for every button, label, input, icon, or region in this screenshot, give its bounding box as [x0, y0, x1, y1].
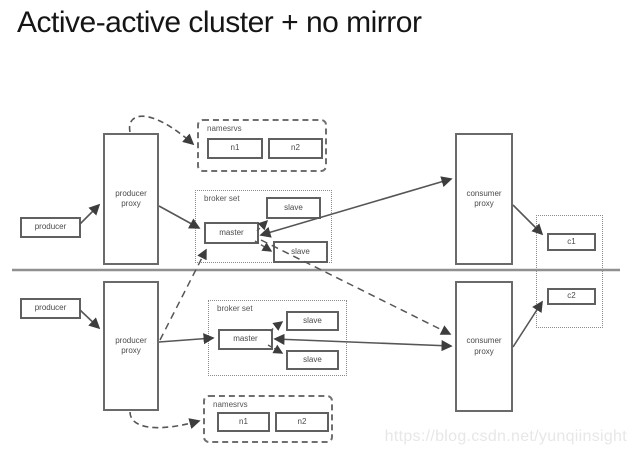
- producer-label-top: producer: [34, 222, 67, 232]
- producer-box-bottom: producer: [20, 298, 81, 319]
- consumer-group: c1 c2: [536, 215, 603, 328]
- namesrvs-group-label-bottom: namesrvs: [213, 400, 248, 409]
- broker-set-label-top: broker set: [204, 194, 240, 203]
- namesrv-n2-label-bottom: n2: [297, 416, 307, 426]
- producer-proxy-box-top: producer proxy: [103, 133, 159, 265]
- arrow-producer-to-proxy-top: [79, 203, 101, 225]
- master-box-top: master: [204, 222, 259, 244]
- link-proxy-to-namesrvs-bottom: [129, 411, 201, 429]
- slave1-box-bottom: slave: [286, 311, 339, 331]
- producer-proxy-label-top: producer proxy: [115, 188, 147, 208]
- consumer-c2-box: c2: [547, 288, 596, 305]
- slave1-label-bottom: slave: [303, 315, 322, 325]
- producer-proxy-box-bottom: producer proxy: [103, 281, 159, 411]
- consumer-proxy-box-top: consumer proxy: [455, 133, 513, 265]
- namesrvs-group-label-top: namesrvs: [207, 124, 242, 133]
- namesrv-n1-label-bottom: n1: [239, 416, 248, 426]
- consumer-proxy-label-bottom: consumer proxy: [466, 336, 502, 356]
- namesrv-n2-label-top: n2: [291, 143, 300, 153]
- arrow-proxy-to-master-top: [158, 205, 201, 229]
- broker-set-label-bottom: broker set: [217, 304, 253, 313]
- namesrv-n1-label-top: n1: [230, 143, 240, 153]
- slave1-label-top: slave: [284, 202, 303, 212]
- namesrv-n1-box-bottom: n1: [217, 412, 270, 432]
- namesrv-n1-box-top: n1: [207, 138, 263, 159]
- watermark-url: https://blog.csdn.net/yunqiinsight: [384, 428, 627, 445]
- slave2-box-top: slave: [273, 241, 328, 263]
- broker-set-group-bottom: broker set master slave slave: [208, 300, 347, 376]
- master-label-top: master: [219, 227, 244, 237]
- slave2-box-bottom: slave: [286, 350, 339, 370]
- arrow-proxy-to-master-bottom: [158, 333, 215, 345]
- consumer-proxy-box-bottom: consumer proxy: [455, 281, 513, 412]
- namesrvs-group-bottom: namesrvs n1 n2: [203, 395, 333, 443]
- arrow-producer-proxy-bottom-to-master-top: [159, 248, 207, 341]
- namesrv-n2-box-top: n2: [268, 138, 323, 159]
- consumer-proxy-label-top: consumer proxy: [466, 188, 502, 208]
- producer-proxy-label-bottom: producer proxy: [115, 335, 147, 355]
- arrow-producer-to-proxy-bottom: [79, 309, 101, 330]
- namesrvs-group-top: namesrvs n1 n2: [197, 119, 327, 172]
- consumer-c1-label: c1: [567, 236, 576, 246]
- slave2-label-top: slave: [291, 246, 310, 256]
- master-label-bottom: master: [233, 334, 258, 344]
- master-box-bottom: master: [218, 329, 273, 350]
- consumer-c2-label: c2: [567, 291, 576, 301]
- broker-set-group-top: broker set master slave slave: [195, 190, 332, 263]
- producer-label-bottom: producer: [34, 303, 67, 313]
- page-title: Active-active cluster + no mirror: [17, 6, 422, 39]
- slave2-label-bottom: slave: [303, 354, 322, 364]
- slave1-box-top: slave: [266, 197, 321, 219]
- namesrv-n2-box-bottom: n2: [275, 412, 329, 432]
- consumer-c1-box: c1: [547, 233, 596, 251]
- producer-box-top: producer: [20, 217, 81, 238]
